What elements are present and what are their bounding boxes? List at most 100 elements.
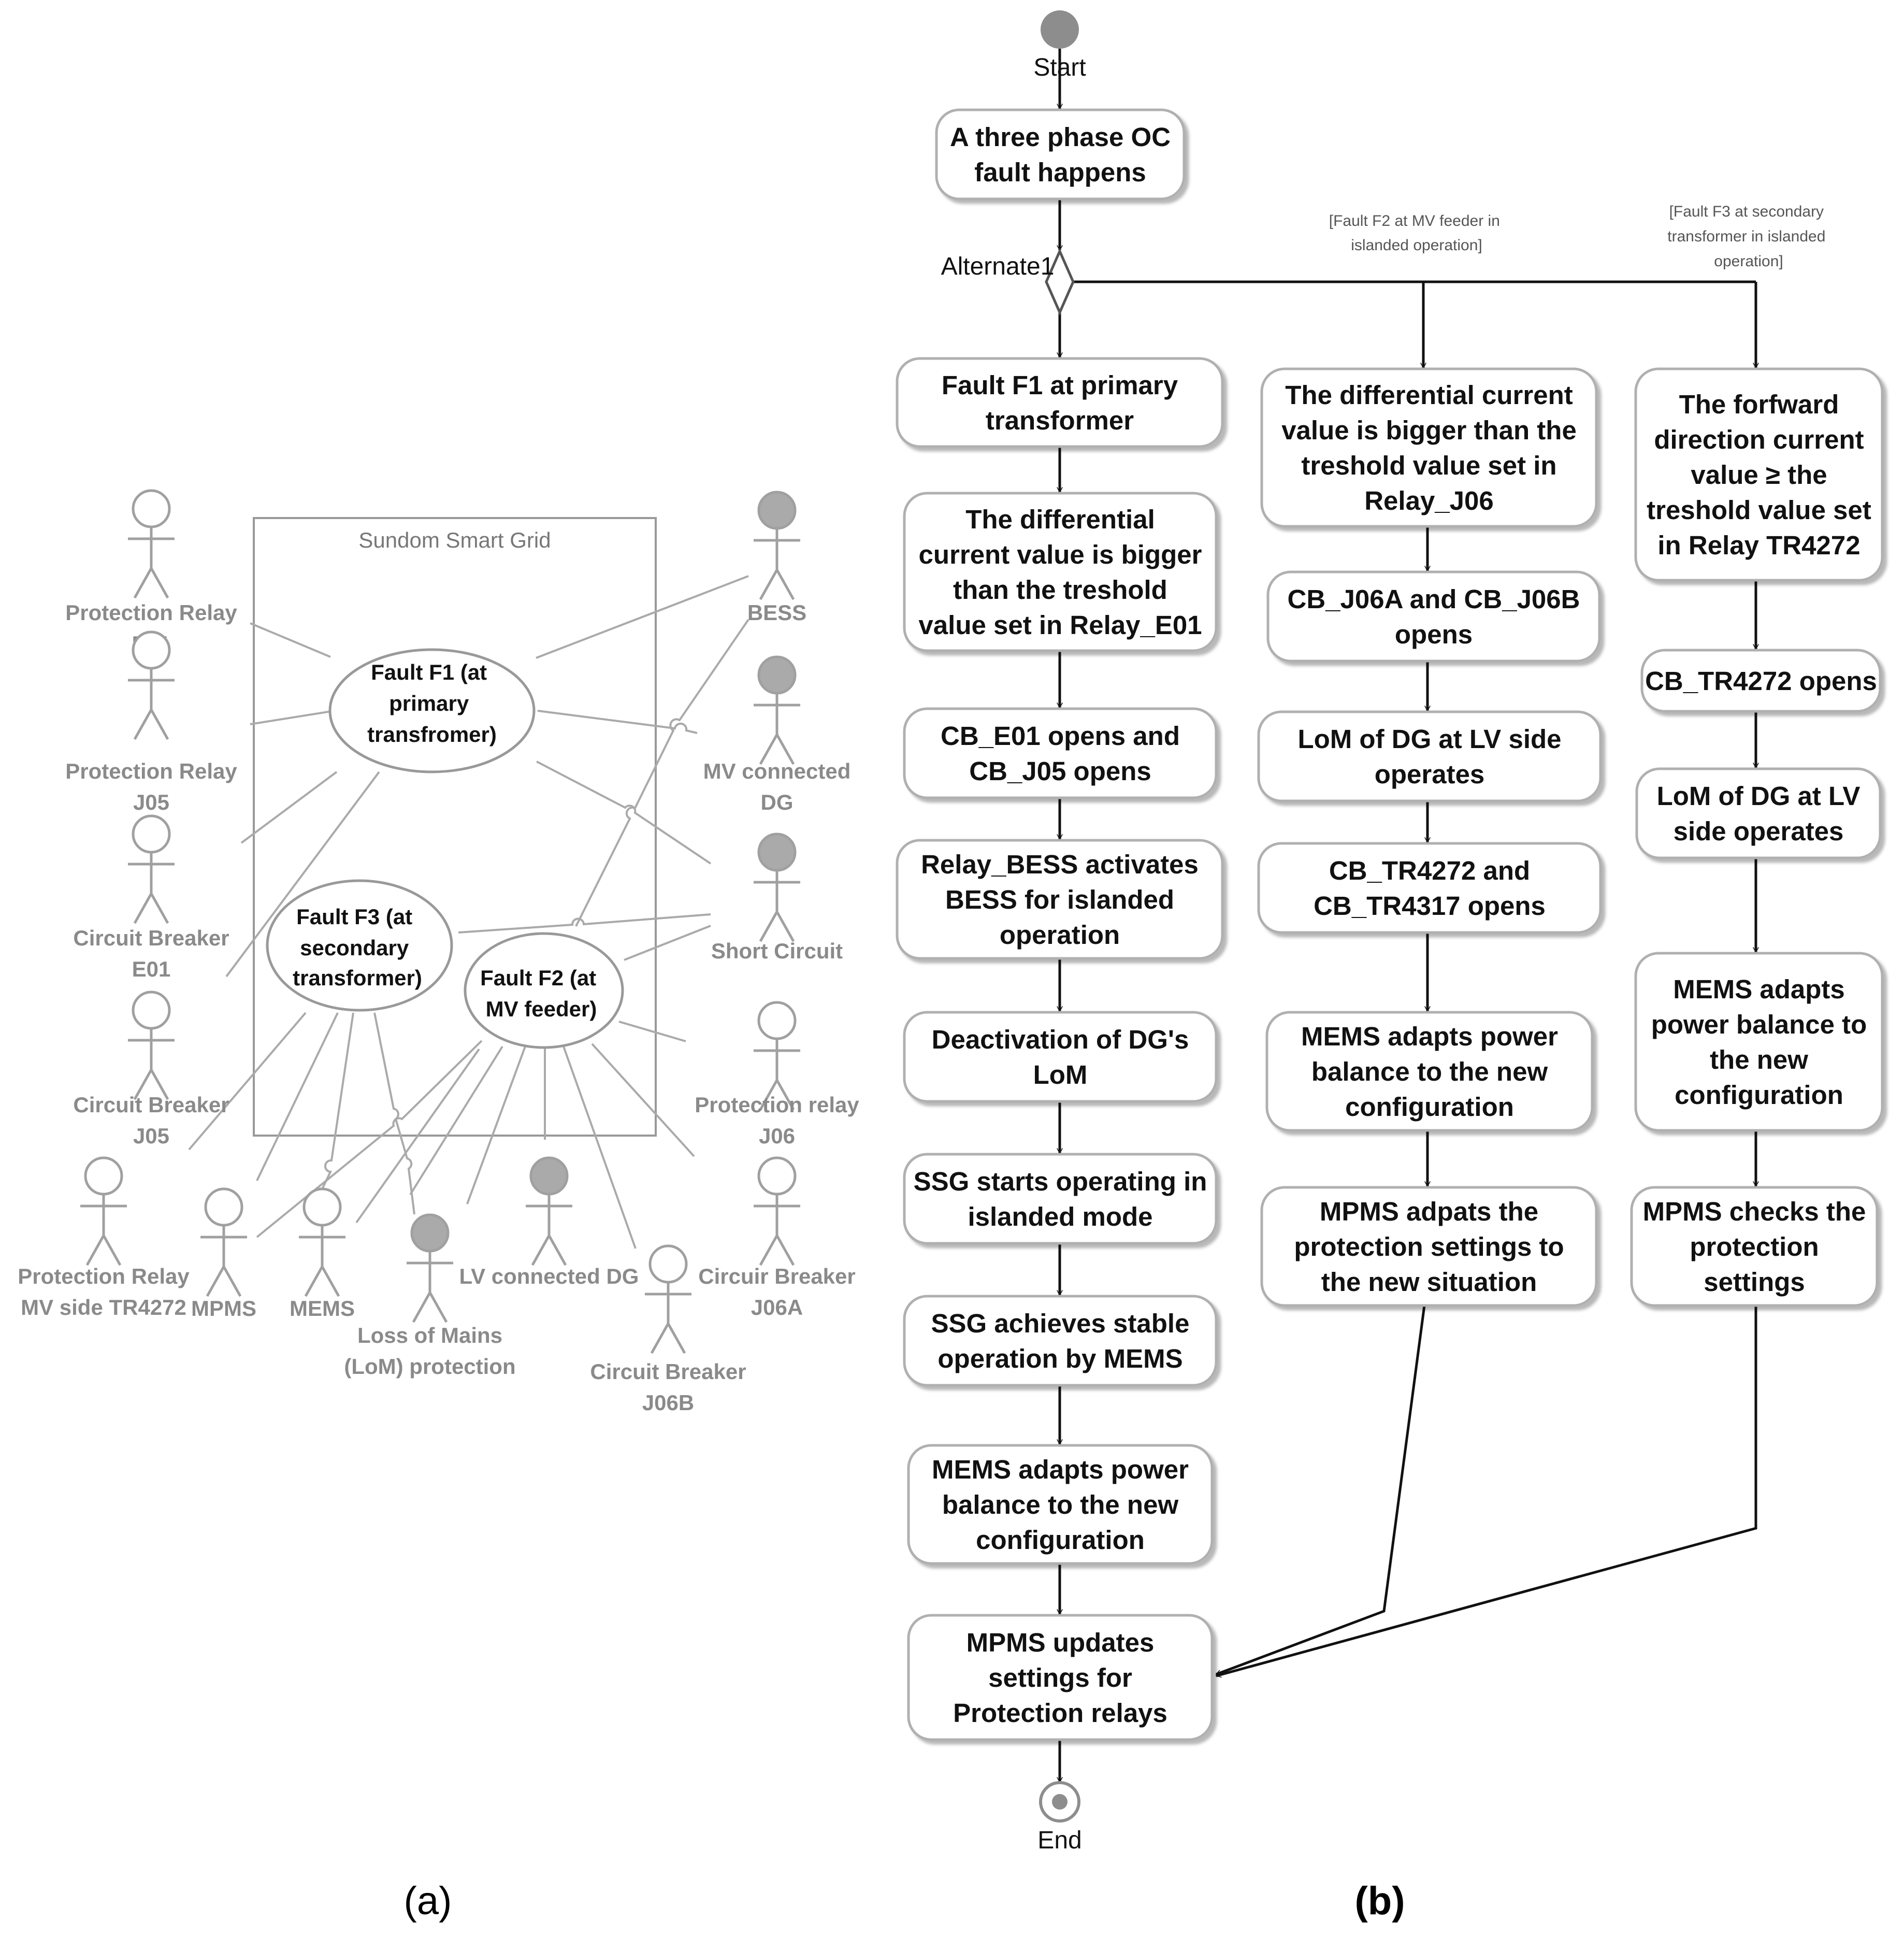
- actor-head-icon: [132, 991, 171, 1030]
- activity-box: [1257, 842, 1602, 934]
- actor-bess: BESS: [747, 491, 806, 625]
- system-title: Sundom Smart Grid: [358, 528, 551, 552]
- actor-label: LV connected DG: [459, 1264, 639, 1288]
- actor-head-icon: [648, 1244, 688, 1284]
- actor-head-icon: [410, 1213, 450, 1253]
- actor-short-circuit: Short Circuit: [711, 833, 843, 963]
- actor-head-icon: [132, 814, 171, 854]
- control-flows: [1060, 49, 1756, 1782]
- activity-box: [1257, 710, 1602, 802]
- activity-diagram: Start Alternate1 [Fault F2 at MV feeder …: [896, 10, 1884, 1923]
- activity-box: [1260, 367, 1598, 528]
- use-case-f1: Fault F1 (at primary transfromer): [328, 648, 536, 773]
- association-lines: [188, 575, 749, 1249]
- use-case-label: Fault F2 (at MV feeder): [480, 966, 602, 1021]
- use-case-label: Fault F1 (at primary transfromer): [367, 660, 497, 747]
- use-case-diagram: Sundom Smart Grid: [18, 489, 859, 1923]
- actor-head-icon: [84, 1156, 123, 1196]
- actor-head-icon: [529, 1156, 569, 1196]
- actor-lv-connected-dg: LV connected DG: [459, 1156, 639, 1288]
- activity-box: [1260, 1186, 1598, 1307]
- activity-node: CB_TR4272 opens: [1640, 649, 1882, 713]
- actor-head-icon: [757, 833, 797, 872]
- actor-protection-relay: Protection RelayE01: [65, 489, 237, 656]
- actor-head-icon: [132, 489, 171, 528]
- actor-head-icon: [757, 1156, 797, 1196]
- actors: Protection RelayE01Protection RelayJ05Ci…: [18, 489, 859, 1415]
- use-case-f2: Fault F2 (at MV feeder): [464, 932, 624, 1049]
- use-case-label: Fault F3 (at secondary transformer): [293, 905, 422, 990]
- activity-box: [903, 707, 1218, 799]
- activity-box: [935, 108, 1186, 200]
- activity-box: [1630, 1186, 1879, 1307]
- activity-box: [907, 1444, 1214, 1565]
- activity-box: [1265, 1011, 1594, 1132]
- actor-head-icon: [757, 1001, 797, 1040]
- start-node: [1041, 10, 1079, 49]
- start-label: Start: [1033, 54, 1086, 81]
- activity-box: [1266, 570, 1601, 663]
- guard-fault-f3: [Fault F3 at secondary transformer in is…: [1667, 203, 1830, 270]
- actor-label: Loss of Mains(LoM) protection: [344, 1323, 515, 1379]
- activity-label: CB_TR4272 opens: [1645, 666, 1877, 696]
- decision-node: [1045, 248, 1075, 316]
- actor-head-icon: [302, 1187, 342, 1227]
- actor-mems: MEMS: [290, 1187, 355, 1321]
- activity-box: [1634, 952, 1884, 1132]
- activity-box: [896, 357, 1224, 448]
- system-boundary: [253, 517, 657, 1137]
- actor-head-icon: [757, 491, 797, 530]
- actor-label: MEMS: [290, 1296, 355, 1321]
- activity-box: [903, 1295, 1218, 1387]
- activity-box: [1634, 367, 1884, 582]
- decision-label: Alternate1: [941, 253, 1055, 280]
- actor-head-icon: [757, 655, 797, 695]
- activity-box: [903, 492, 1218, 652]
- flow-edge: [1216, 1305, 1757, 1676]
- flow-edge: [1216, 1305, 1426, 1674]
